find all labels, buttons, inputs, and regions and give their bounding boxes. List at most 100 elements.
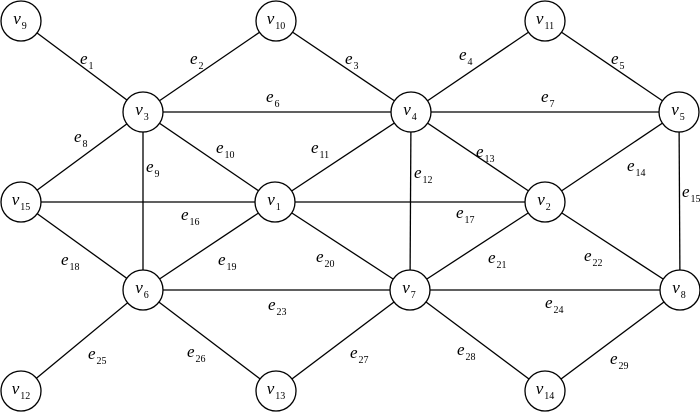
node-v14-label: v14 [536, 379, 555, 402]
edge-e3 [275, 20, 412, 113]
edge-e9-label: e9 [146, 157, 160, 180]
edge-e4 [410, 20, 546, 113]
edge-e19-label-letter: e [218, 250, 226, 269]
edge-e29 [544, 289, 681, 392]
edge-e6-label-letter: e [266, 87, 274, 106]
edge-e18 [20, 201, 144, 291]
edge-e10 [142, 111, 276, 203]
edge-e3-label-subscript: 3 [354, 61, 359, 72]
edge-e10-label-letter: e [216, 138, 224, 157]
edge-e16-label-letter: e [181, 205, 189, 224]
edge-e11 [274, 111, 412, 203]
edge-e17-label: e17 [456, 203, 475, 226]
edge-e5 [544, 20, 680, 113]
edge-e27-label-subscript: 27 [359, 355, 369, 366]
node-v14-circle [524, 370, 566, 412]
edge-e1-label-letter: e [80, 49, 88, 68]
edge-e10-label-subscript: 10 [225, 150, 235, 161]
node-v2-label-subscript: 2 [546, 202, 551, 213]
node-v9-label-letter: v [13, 9, 21, 28]
node-v1-circle [254, 181, 296, 223]
node-v3: v3 [122, 91, 164, 133]
node-v9-label: v9 [13, 9, 27, 32]
node-v3-label-subscript: 3 [144, 112, 149, 123]
node-v4-label: v4 [403, 100, 417, 123]
edge-e18-label-subscript: 18 [70, 262, 80, 273]
node-v12-label-subscript: 12 [20, 391, 30, 402]
edge-e12-label-subscript: 12 [423, 175, 433, 186]
node-v13-circle [255, 370, 297, 412]
edge-e4-label: e4 [459, 45, 473, 68]
edge-e9-label-letter: e [146, 157, 154, 176]
edge-e5-label-subscript: 5 [620, 61, 625, 72]
node-v10-label: v10 [267, 9, 286, 32]
node-v9: v9 [0, 0, 42, 42]
edge-e19 [142, 201, 276, 291]
edge-e26-label-subscript: 26 [196, 354, 206, 365]
edge-e16-label-subscript: 16 [190, 217, 200, 228]
edge-e7-label-subscript: 7 [550, 99, 555, 110]
edge-e20-label-letter: e [316, 247, 324, 266]
node-v6-label-subscript: 6 [144, 290, 149, 301]
edge-e2-label-letter: e [190, 49, 198, 68]
edge-e12-label: e12 [414, 163, 433, 186]
node-v10-circle [255, 0, 297, 42]
node-v6-circle [122, 269, 164, 311]
node-v10-label-letter: v [267, 9, 275, 28]
edge-e16-label: e16 [181, 205, 200, 228]
node-v11-circle [524, 0, 566, 42]
edge-e8-label-subscript: 8 [83, 139, 88, 150]
edge-e21-label-letter: e [488, 248, 496, 267]
node-v4-label-letter: v [403, 100, 411, 119]
node-v1: v1 [254, 181, 296, 223]
node-v7-label-subscript: 7 [411, 290, 416, 301]
node-v15-label: v15 [12, 190, 31, 213]
edge-e29-label-letter: e [610, 349, 618, 368]
node-v5-label-letter: v [671, 100, 679, 119]
edge-e28 [409, 289, 546, 392]
edge-e9-label-subscript: 9 [155, 169, 160, 180]
edge-e19-label-subscript: 19 [227, 262, 237, 273]
edge-e15-label-letter: e [682, 182, 690, 201]
edge-e4-label-letter: e [459, 45, 467, 64]
edge-e2-label: e2 [190, 49, 204, 72]
edge-e11-label-letter: e [311, 138, 319, 157]
node-v3-label: v3 [135, 100, 149, 123]
node-v15-label-letter: v [12, 190, 20, 209]
edge-e22-label-letter: e [584, 246, 592, 265]
edge-e2 [142, 20, 277, 113]
node-v15: v15 [0, 181, 42, 223]
node-v7: v7 [389, 269, 431, 311]
node-v13-label-letter: v [267, 379, 275, 398]
node-v6-label: v6 [135, 278, 149, 301]
node-v9-label-subscript: 9 [22, 21, 27, 32]
edge-e8-label: e8 [74, 127, 88, 150]
node-v11: v11 [524, 0, 566, 42]
edge-e25-label: e25 [88, 344, 107, 367]
edge-e14 [544, 111, 680, 203]
node-v11-label-letter: v [536, 9, 544, 28]
edge-e23-label-subscript: 23 [277, 307, 287, 318]
edge-e21 [409, 201, 546, 291]
node-v15-circle [0, 181, 42, 223]
edge-e21-label: e21 [488, 248, 507, 271]
edge-e13-label-letter: e [476, 142, 484, 161]
edge-e8-label-letter: e [74, 127, 82, 146]
node-v2-label: v2 [537, 190, 551, 213]
node-v5-label-subscript: 5 [680, 112, 685, 123]
edges-layer [20, 20, 681, 392]
node-v15-label-subscript: 15 [20, 202, 30, 213]
node-v12-label: v12 [12, 379, 31, 402]
node-v4-label-subscript: 4 [412, 112, 417, 123]
edge-e28-label-letter: e [457, 340, 465, 359]
node-v7-label: v7 [402, 278, 416, 301]
node-v14-label-subscript: 14 [544, 391, 554, 402]
edge-e1 [20, 20, 144, 113]
edge-e18-label: e18 [61, 250, 80, 273]
node-v11-label-subscript: 11 [544, 21, 554, 32]
edge-e22 [544, 201, 681, 291]
node-v9-circle [0, 0, 42, 42]
